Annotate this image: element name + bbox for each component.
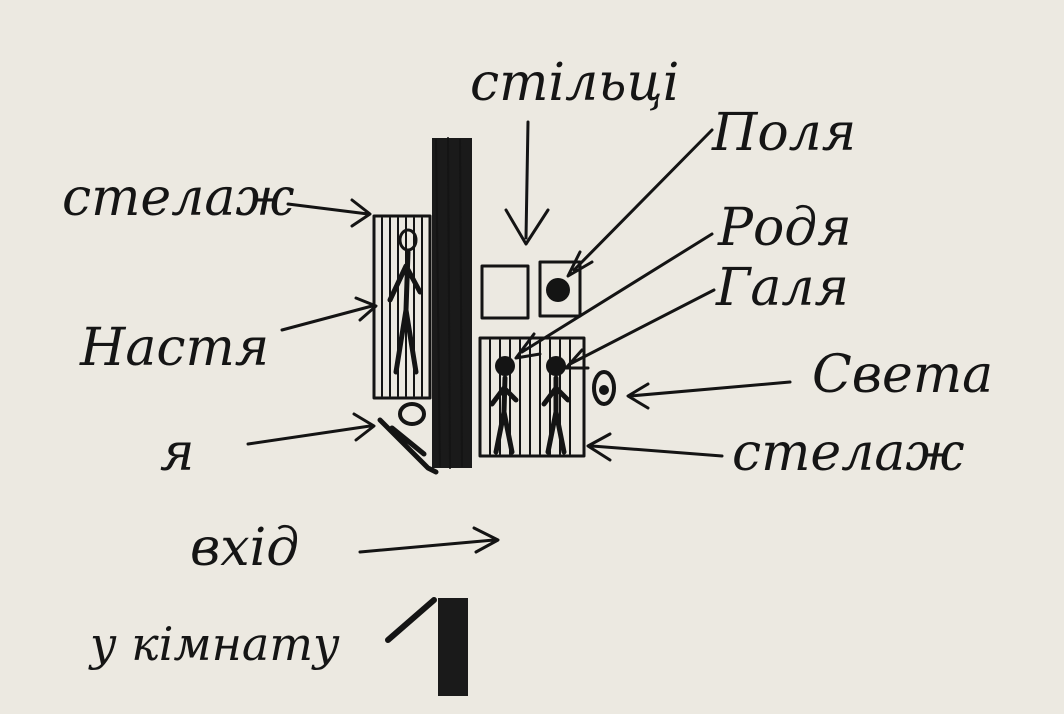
figure-rodya xyxy=(489,356,519,455)
figure-sveta xyxy=(592,370,616,406)
label-entrance-line2: у кімнату xyxy=(88,617,340,671)
figure-galya xyxy=(541,356,571,455)
central-wall xyxy=(432,137,472,469)
label-rodya: Родя xyxy=(717,198,852,258)
door-me xyxy=(377,402,439,475)
arrows xyxy=(246,120,792,554)
label-me: я xyxy=(160,423,194,483)
label-polya: Поля xyxy=(711,103,856,163)
figure-nastya xyxy=(387,228,423,375)
label-shelf-right: стелаж xyxy=(732,423,964,483)
label-shelf-left: стелаж xyxy=(62,168,294,228)
door-post xyxy=(385,597,468,696)
chair-polya xyxy=(538,260,582,318)
chair-empty xyxy=(480,264,530,320)
label-sveta: Света xyxy=(812,345,993,405)
label-nastya: Настя xyxy=(79,318,269,378)
label-galya: Галя xyxy=(715,258,849,318)
label-entrance-line1: вхід xyxy=(190,518,299,578)
label-chairs: стільці xyxy=(470,53,679,113)
left-shelf xyxy=(372,214,432,400)
